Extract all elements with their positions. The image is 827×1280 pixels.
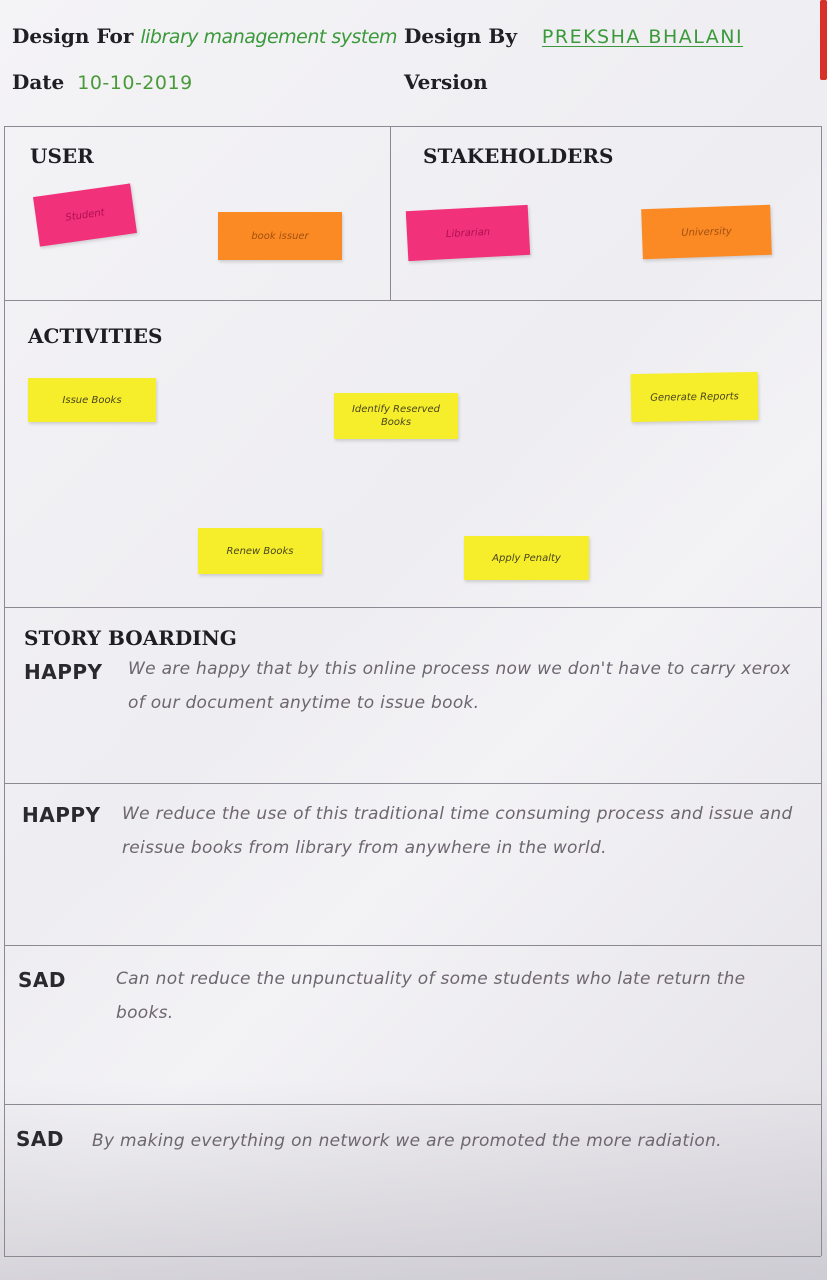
story-label-3: SAD [18, 968, 66, 992]
story-text-2: We reduce the use of this traditional ti… [122, 804, 793, 858]
story-text-4: By making everything on network we are p… [92, 1131, 722, 1151]
sticky-note-generate-reports: Generate Reports [630, 371, 759, 423]
sticky-note-university: University [641, 204, 772, 260]
date-label: Date [12, 70, 65, 94]
sticky-note-issue-books: Issue Books [28, 378, 156, 422]
paper-shadow [0, 1080, 827, 1280]
story-label-1: HAPPY [24, 660, 103, 684]
user-title: USER [30, 144, 94, 168]
grid-line-right [821, 126, 822, 1256]
design-by-row: Design By PREKSHA BHALANI [404, 24, 743, 48]
sticky-note-renew-books: Renew Books [198, 528, 322, 574]
story-text-3: Can not reduce the unpunctuality of some… [116, 969, 746, 1023]
grid-line-activities [4, 300, 821, 301]
design-by-value: PREKSHA BHALANI [541, 26, 744, 48]
design-by-label: Design By [404, 24, 517, 48]
story-label-4: SAD [16, 1127, 64, 1151]
sticky-note-librarian: Librarian [405, 204, 531, 262]
activities-title: ACTIVITIES [28, 324, 163, 348]
stakeholders-title: STAKEHOLDERS [423, 144, 614, 168]
grid-line-story-3 [4, 945, 821, 946]
story-text-1: We are happy that by this online process… [128, 659, 791, 713]
sticky-note-student: Student [32, 183, 138, 247]
sticky-note-book-issuer: book issuer [218, 212, 342, 260]
date-row: Date 10-10-2019 [12, 70, 193, 94]
sticky-note-identify-reserved-books: Identify Reserved Books [334, 393, 458, 439]
grid-line-user-divider [390, 126, 391, 301]
red-corner-marker [820, 0, 827, 80]
sticky-note-apply-penalty: Apply Penalty [464, 536, 589, 580]
date-value: 10-10-2019 [77, 72, 193, 94]
design-for-row: Design For library management system [12, 24, 398, 48]
grid-line-storyboarding [4, 607, 821, 608]
design-for-label: Design For [12, 24, 134, 48]
grid-line-story-4 [4, 1104, 821, 1105]
version-label: Version [404, 70, 488, 94]
grid-line-story-2 [4, 783, 821, 784]
grid-line-top [4, 126, 821, 127]
grid-line-left [4, 126, 5, 1256]
story-label-2: HAPPY [22, 803, 101, 827]
design-for-value: library management system [140, 26, 398, 48]
storyboarding-title: STORY BOARDING [24, 626, 237, 650]
grid-line-bottom [4, 1256, 821, 1257]
